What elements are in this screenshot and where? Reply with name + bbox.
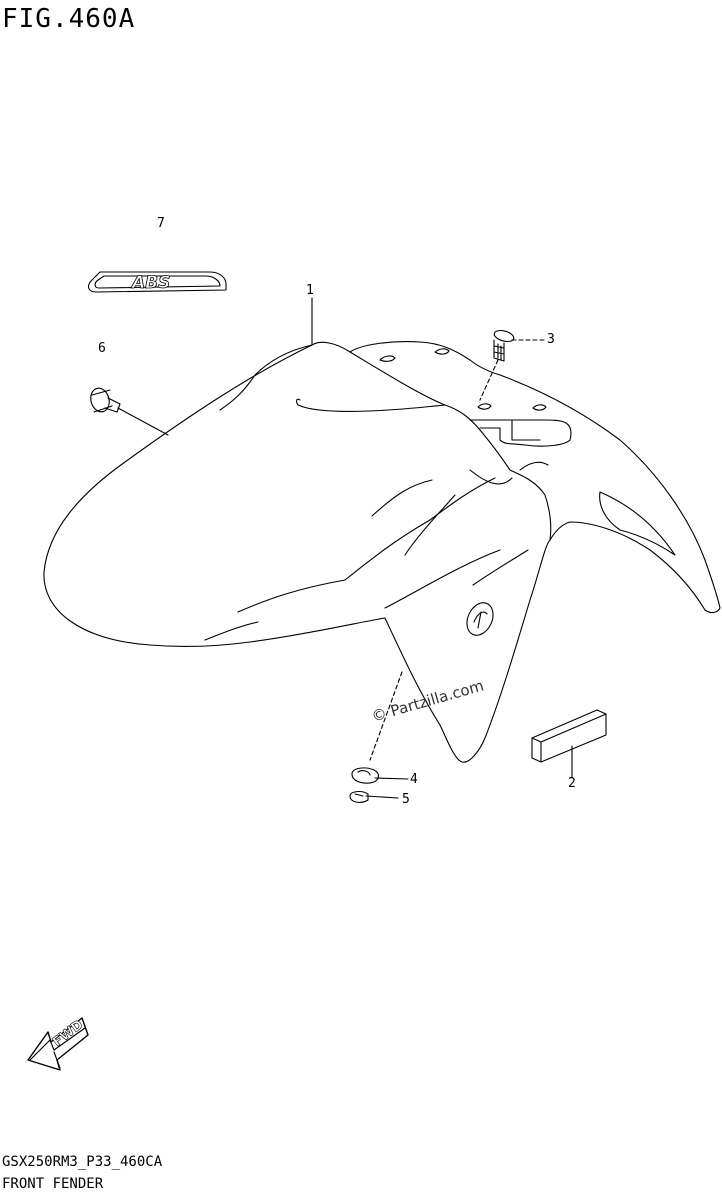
front-fender[interactable] — [43, 341, 721, 763]
callout-2[interactable]: 2 — [568, 776, 576, 791]
callout-5[interactable]: 5 — [402, 792, 410, 807]
part-6-bolt[interactable] — [88, 386, 121, 414]
figure-title: FIG.460A — [2, 4, 136, 34]
callout-7[interactable]: 7 — [157, 216, 165, 231]
leader-line-5 — [365, 795, 399, 799]
fwd-label: FWD — [50, 1017, 86, 1050]
leader-line-4 — [374, 777, 409, 780]
leader-line-6 — [117, 407, 169, 436]
part-3-screw[interactable] — [493, 329, 515, 362]
figure-code: GSX250RM3_P33_460CA — [2, 1154, 163, 1170]
abs-decal-text: ABS — [130, 273, 170, 293]
part-5-clip[interactable] — [349, 791, 369, 803]
fwd-arrow — [27, 1017, 89, 1071]
leader-line-4-5 — [369, 671, 403, 761]
callout-6[interactable]: 6 — [98, 341, 106, 356]
leader-line-3 — [479, 339, 546, 401]
callout-1[interactable]: 1 — [306, 283, 314, 298]
callout-3[interactable]: 3 — [547, 332, 555, 347]
part-4-nut[interactable] — [351, 767, 380, 784]
callout-4[interactable]: 4 — [410, 772, 418, 787]
figure-name: FRONT FENDER — [2, 1176, 104, 1192]
part-7-abs-decal[interactable] — [87, 271, 227, 293]
part-2-spacer[interactable] — [531, 709, 607, 763]
